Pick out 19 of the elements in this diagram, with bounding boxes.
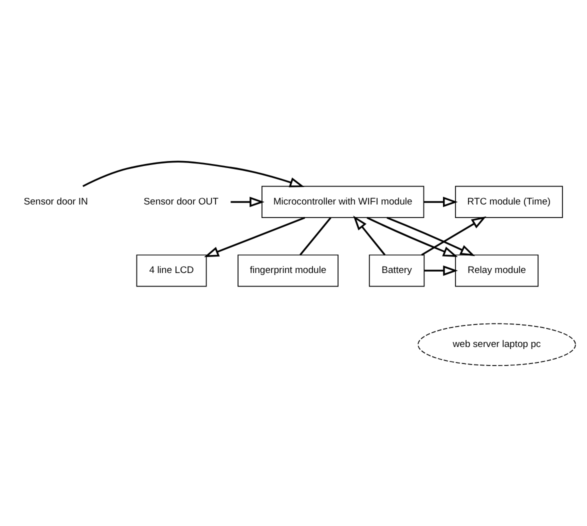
node-box: Microcontroller with WIFI module <box>262 185 424 218</box>
arrow <box>204 216 306 257</box>
node-text: Sensor door OUT <box>144 196 218 207</box>
arrow <box>421 216 486 256</box>
node-box: RTC module (Time) <box>455 185 563 218</box>
arrow <box>386 216 476 256</box>
node-box: Battery <box>368 254 425 286</box>
node-box: 4 line LCD <box>136 254 207 286</box>
node-box: Relay module <box>455 254 539 286</box>
arrow <box>230 196 264 207</box>
node-ellipse: web server laptop pc <box>418 322 576 366</box>
arrow <box>424 264 458 276</box>
connector <box>300 216 332 256</box>
arrow <box>82 160 304 187</box>
node-box: fingerprint module <box>238 254 338 286</box>
arrow <box>353 215 386 255</box>
node-text: Sensor door IN <box>24 196 88 207</box>
arrow <box>366 216 458 256</box>
arrow <box>424 196 458 207</box>
